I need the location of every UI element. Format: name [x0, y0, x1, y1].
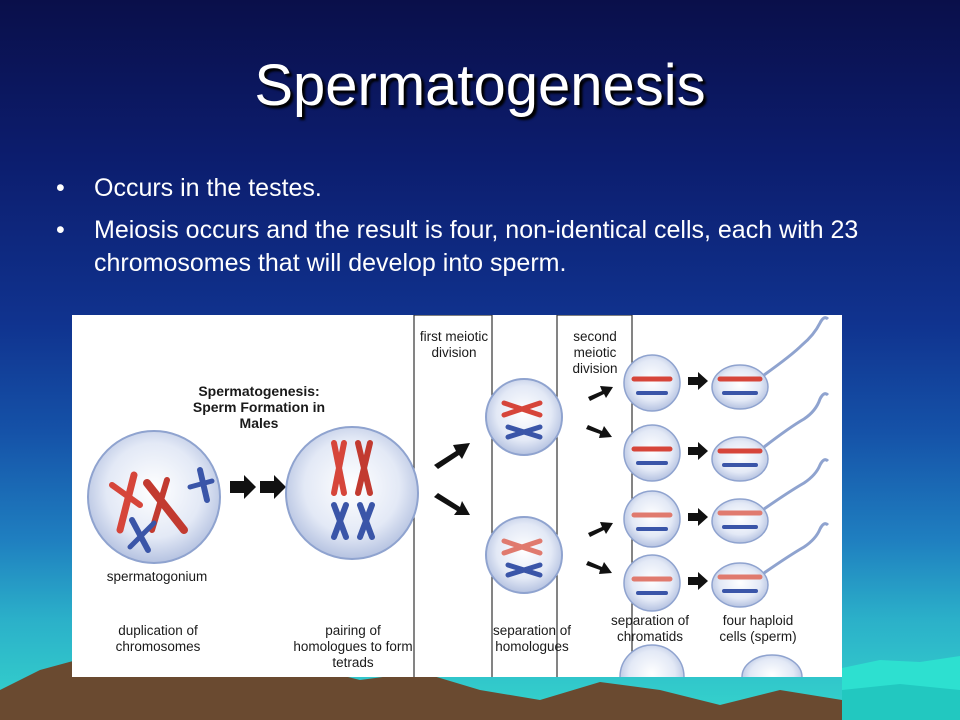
label-duplication: duplication of chromosomes	[115, 623, 201, 654]
bullet-text: Occurs in the testes.	[94, 174, 322, 202]
bullet-item: • Occurs in the testes.	[56, 172, 916, 205]
first-division-cell-bottom	[485, 516, 563, 594]
sperm-cell	[711, 522, 830, 608]
label-first-division: first meiotic division	[419, 329, 489, 360]
first-division-cell-top	[485, 378, 563, 456]
arrow-duplication	[230, 475, 286, 499]
diagram-drawing	[87, 315, 830, 677]
arrows-second-division	[586, 386, 613, 574]
bullet-item: • Meiosis occurs and the result is four,…	[56, 214, 916, 280]
bullet-symbol: •	[56, 216, 65, 244]
bullet-symbol: •	[56, 174, 65, 202]
slide-title: Spermatogenesis	[254, 53, 706, 118]
bullet-list: • Occurs in the testes. • Meiosis occurs…	[56, 172, 916, 289]
label-haploid-cells: four haploid cells (sperm)	[719, 613, 797, 644]
second-division-cell	[623, 424, 681, 482]
second-division-cells	[619, 354, 685, 677]
spermatogenesis-diagram: Spermatogenesis: Sperm Formation in Male…	[72, 315, 842, 677]
tetrad-cell	[285, 426, 419, 560]
label-separation-chromatids: separation of chromatids	[610, 613, 690, 644]
sperm-cell	[711, 316, 830, 410]
label-spermatogonium: spermatogonium	[106, 569, 208, 584]
bullet-text: Meiosis occurs and the result is four, n…	[94, 216, 859, 277]
label-separation-homologues: separation of homologues	[492, 623, 572, 654]
second-division-cell	[623, 554, 681, 612]
second-division-cell	[623, 354, 681, 412]
sperm-cell	[711, 392, 830, 482]
arrows-to-sperm	[688, 372, 708, 590]
arrow-first-division	[434, 443, 470, 515]
spermatogonium-cell	[87, 430, 221, 564]
sperm-cell	[711, 458, 830, 544]
label-pairing: pairing of homologues to form tetrads	[293, 623, 413, 670]
sperm-cells	[711, 316, 830, 677]
second-division-cell	[623, 490, 681, 548]
label-second-division: second meiotic division	[572, 329, 618, 376]
diagram-heading: Spermatogenesis: Sperm Formation in Male…	[192, 383, 326, 431]
